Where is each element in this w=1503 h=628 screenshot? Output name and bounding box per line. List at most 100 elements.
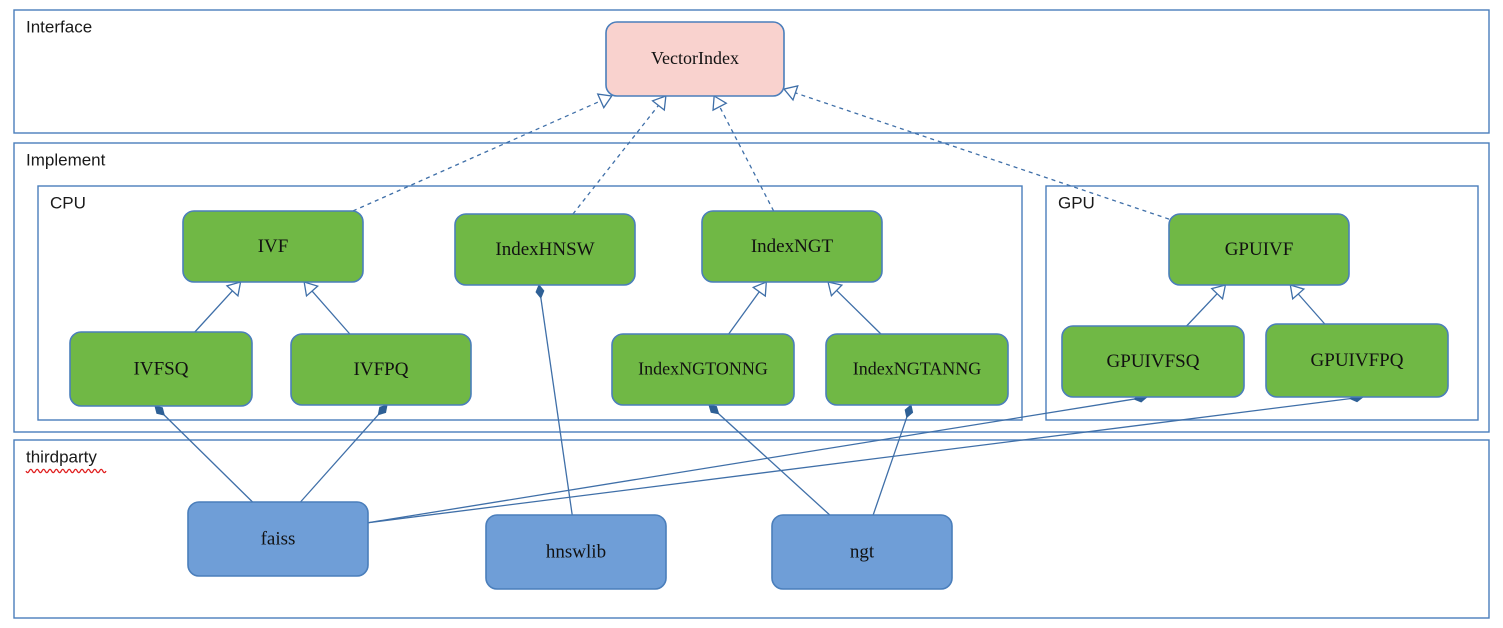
edge-faiss-to-ivfsq-composition [154,405,253,503]
node-box-indexhnsw[interactable] [454,213,636,286]
edge-line [311,290,351,335]
node-label-ngt: ngt [850,541,875,562]
composition-diamond-icon [154,405,165,416]
node-box-ivf[interactable] [182,210,364,283]
edge-indexhnsw-to-vectorindex-realization [572,95,667,215]
edge-gpuivf-to-vectorindex-realization [782,84,1170,220]
node-box-vectorindex[interactable] [605,21,785,97]
inheritance-arrow-icon [303,281,319,298]
edge-line [367,398,1135,524]
edge-line [1297,293,1326,325]
node-label-ivfsq: IVFSQ [134,358,189,379]
node-ngt[interactable]: ngt [771,514,953,590]
edge-ivfsq-to-ivf-generalization [194,281,242,333]
edge-indexngtanng-to-indexngt-generalization [827,281,882,335]
group-label-thirdparty: thirdparty [26,447,97,466]
node-label-indexngtonng: IndexNGTONNG [638,359,768,379]
node-box-ivfpq[interactable] [290,333,472,406]
node-box-gpuivfsq[interactable] [1061,325,1245,398]
node-label-gpuivfpq: GPUIVFPQ [1311,350,1404,371]
edge-line [367,397,1351,524]
inheritance-arrow-icon [712,94,728,112]
node-label-hnswlib: hnswlib [546,541,606,562]
node-ivf[interactable]: IVF [182,210,364,283]
node-gpuivf[interactable]: GPUIVF [1168,213,1350,286]
node-box-gpuivfpq[interactable] [1265,323,1449,398]
node-box-ngt[interactable] [771,514,953,590]
edge-line [1186,293,1218,327]
edge-line [163,414,253,503]
node-indexhnsw[interactable]: IndexHNSW [454,213,636,286]
group-border-implement [13,142,1490,433]
edge-faiss-to-ivfpq-composition [299,404,388,503]
edge-faiss-to-gpuivfpq-composition [367,393,1364,524]
composition-diamond-icon [535,284,545,299]
node-faiss[interactable]: faiss [187,501,369,577]
node-indexngt[interactable]: IndexNGT [701,210,883,283]
inheritance-arrow-icon [827,281,844,298]
edge-ngt-to-indexngtanng-composition [872,404,914,516]
inheritance-arrow-icon [751,281,768,298]
group-border-gpu [1045,185,1479,421]
edge-line [719,106,775,212]
inheritance-arrow-icon [1289,284,1306,301]
node-box-ivfsq[interactable] [69,331,253,407]
edge-line [352,100,602,212]
node-label-faiss: faiss [261,528,296,549]
edge-ngt-to-indexngtonng-composition [708,404,831,516]
node-label-gpuivfsq: GPUIVFSQ [1107,351,1200,372]
edge-line [718,413,831,516]
node-box-indexngtonng[interactable] [611,333,795,406]
node-label-indexngt: IndexNGT [751,236,834,257]
node-box-hnswlib[interactable] [485,514,667,590]
group-interface: Interface [13,9,1490,134]
edge-connectors [154,84,1364,524]
group-label-gpu: GPU [1058,193,1095,212]
node-indexngtanng[interactable]: IndexNGTANNG [825,333,1009,406]
inheritance-arrow-icon [651,95,667,112]
inheritance-arrow-icon [596,93,613,110]
group-label-interface: Interface [26,17,92,36]
edge-ivfpq-to-ivf-generalization [303,281,351,335]
edge-line [299,414,379,503]
spellcheck-squiggle-icon [25,468,107,474]
edge-ivf-to-vectorindex-realization [352,93,613,212]
edge-gpuivfsq-to-gpuivf-generalization [1186,284,1227,327]
edge-indexngtonng-to-indexngt-generalization [728,281,768,335]
node-indexngtonng[interactable]: IndexNGTONNG [611,333,795,406]
group-gpu: GPU [1045,185,1479,421]
edge-indexngt-to-vectorindex-realization [712,94,775,212]
edge-line [194,290,233,333]
node-box-gpuivf[interactable] [1168,213,1350,286]
group-label-implement: Implement [26,150,106,169]
node-box-indexngt[interactable] [701,210,883,283]
composition-diamond-icon [904,404,914,419]
node-label-ivfpq: IVFPQ [354,359,409,380]
group-cpu: CPU [37,185,1023,421]
node-gpuivfpq[interactable]: GPUIVFPQ [1265,323,1449,398]
edge-line [795,92,1170,220]
node-ivfpq[interactable]: IVFPQ [290,333,472,406]
group-border-interface [13,9,1490,134]
node-label-gpuivf: GPUIVF [1225,239,1294,260]
group-label-cpu: CPU [50,193,86,212]
node-gpuivfsq[interactable]: GPUIVFSQ [1061,325,1245,398]
node-label-indexhnsw: IndexHNSW [495,239,594,260]
edge-line [836,289,882,335]
node-vectorindex[interactable]: VectorIndex [605,21,785,97]
node-label-vectorindex: VectorIndex [651,48,739,68]
edge-line [728,291,760,335]
node-hnswlib[interactable]: hnswlib [485,514,667,590]
node-ivfsq[interactable]: IVFSQ [69,331,253,407]
edge-line [872,417,908,516]
group-border-cpu [37,185,1023,421]
node-box-indexngtanng[interactable] [825,333,1009,406]
edge-line [572,105,659,215]
composition-diamond-icon [377,404,388,416]
node-label-ivf: IVF [258,236,289,257]
node-box-faiss[interactable] [187,501,369,577]
group-border-thirdparty [13,439,1490,619]
